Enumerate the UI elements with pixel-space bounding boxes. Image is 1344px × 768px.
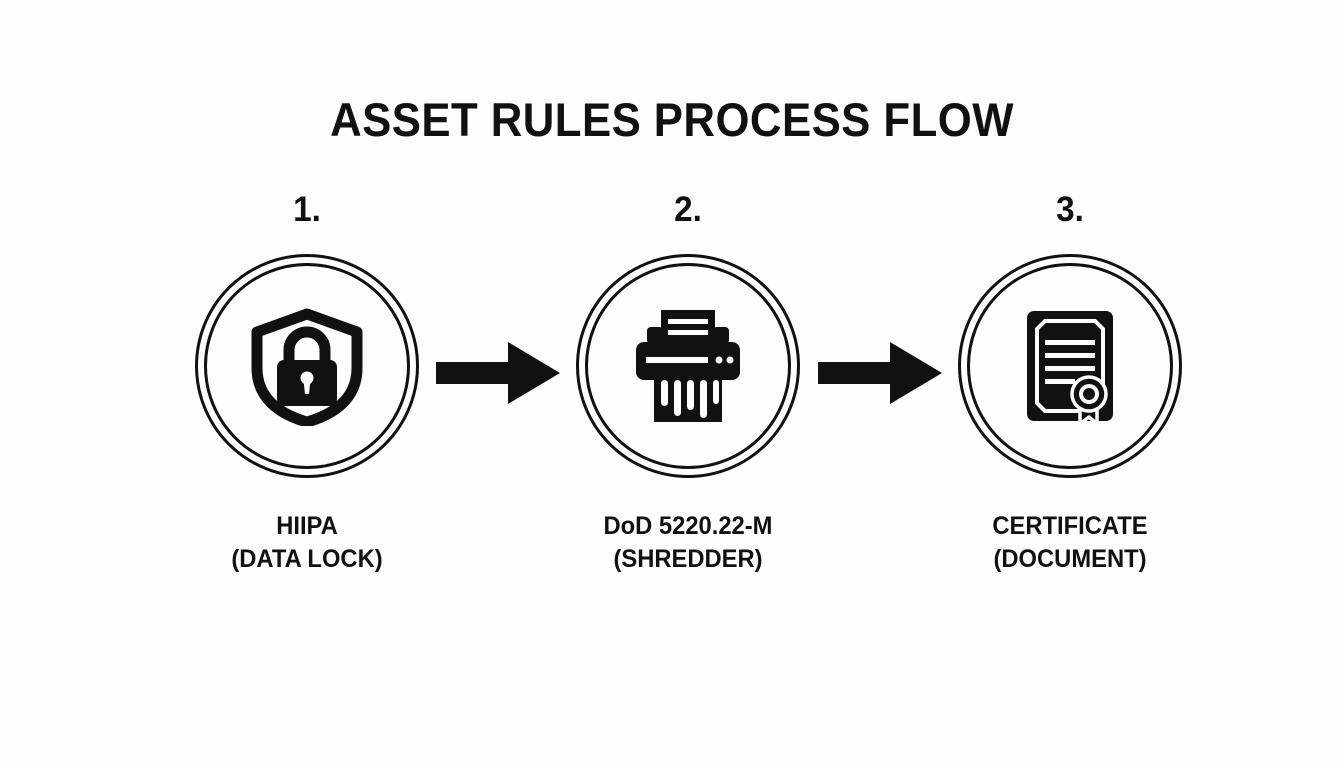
paper-shredder-icon <box>628 306 748 426</box>
arrow-right-icon-2 <box>818 342 942 404</box>
step-3-icon-circle <box>958 254 1182 478</box>
step-number-1: 1. <box>293 190 321 229</box>
inner-ring <box>585 263 791 469</box>
step-2-label-line1: DoD 5220.22-M <box>603 512 773 540</box>
process-step-2[interactable]: 2. <box>538 190 838 590</box>
step-number-2: 2. <box>674 190 702 229</box>
step-1-label-line2: (DATA LOCK) <box>231 545 383 573</box>
certificate-document-icon <box>1010 306 1130 426</box>
step-2-caption: DoD 5220.22-M (SHREDDER) <box>546 510 831 576</box>
step-2-label-line2: (SHREDDER) <box>613 545 763 573</box>
shield-lock-icon <box>247 306 367 426</box>
step-1-caption: HIIPA (DATA LOCK) <box>165 510 450 576</box>
step-1-label-line1: HIIPA <box>276 512 338 540</box>
step-1-icon-circle <box>195 254 419 478</box>
process-flow-row: 1. <box>0 190 1344 590</box>
step-3-label-line2: (DOCUMENT) <box>993 545 1147 573</box>
outer-ring <box>576 254 800 478</box>
arrow-right-icon-1 <box>436 342 560 404</box>
page-title: ASSET RULES PROCESS FLOW <box>330 93 1014 146</box>
step-2-icon-circle <box>576 254 800 478</box>
process-step-3[interactable]: 3. <box>920 190 1220 590</box>
outer-ring <box>195 254 419 478</box>
step-3-label-line1: CERTIFICATE <box>992 512 1148 540</box>
inner-ring <box>967 263 1173 469</box>
step-3-caption: CERTIFICATE (DOCUMENT) <box>928 510 1213 576</box>
process-step-1[interactable]: 1. <box>157 190 457 590</box>
inner-ring <box>204 263 410 469</box>
step-number-3: 3. <box>1056 190 1084 229</box>
outer-ring <box>958 254 1182 478</box>
